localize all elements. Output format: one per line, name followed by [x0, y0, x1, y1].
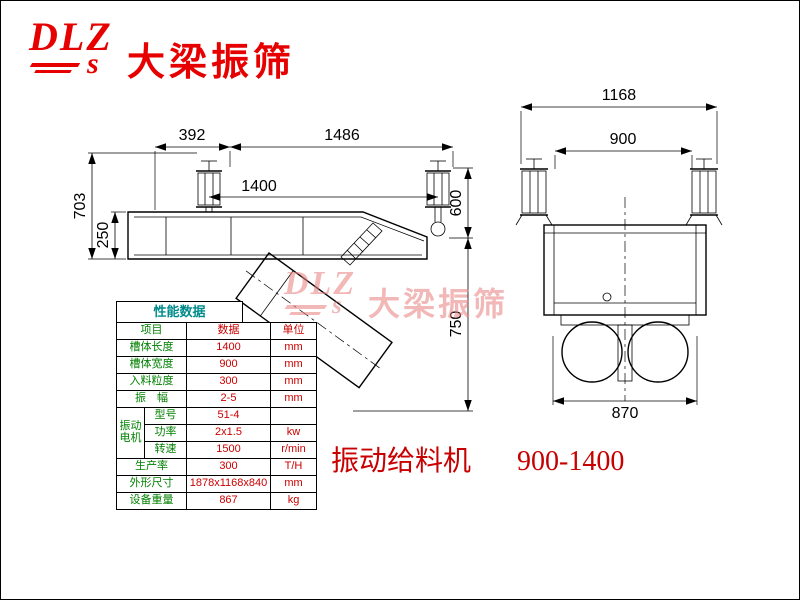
dim-600: 600 [448, 190, 465, 217]
hatch-section [340, 222, 383, 266]
motor-group-label: 振动 电机 [116, 407, 145, 459]
spec-cell-value: 2x1.5 [186, 424, 271, 442]
spec-cell-unit [270, 407, 317, 425]
table-row: 入料粒度 300 mm [116, 373, 317, 391]
dim-1168: 1168 [602, 87, 637, 104]
table-row: 设备重量 867 kg [116, 492, 317, 510]
logo-letters: DLZ [29, 14, 113, 59]
spec-cell-item: 设备重量 [116, 492, 187, 510]
spec-table-section: 性能数据 项目 数据 单位 槽体长度 1400 mm 槽体宽度 900 mm 入… [116, 301, 317, 510]
motor-circle-left [561, 321, 623, 383]
dim-900: 900 [610, 131, 637, 148]
dlz-logo-mark: DLZ s [29, 17, 127, 91]
spec-cell-unit: T/H [270, 458, 317, 476]
product-model: 900-1400 [517, 446, 625, 477]
header-unit: 单位 [270, 322, 317, 340]
dim-750: 750 [448, 311, 465, 338]
product-name: 振动给料机 [331, 446, 472, 477]
end-left-spring [515, 158, 553, 226]
spec-cell-value: 51-4 [186, 407, 271, 425]
spec-cell-item: 振 幅 [116, 390, 187, 408]
spec-cell-value: 300 [186, 458, 271, 476]
spec-cell-item: 生产率 [116, 458, 187, 476]
motor-label-line1: 振动 [119, 420, 142, 433]
spec-table: 项目 数据 单位 槽体长度 1400 mm 槽体宽度 900 mm 入料粒度 3… [116, 322, 317, 510]
table-header-row: 项目 数据 单位 [116, 322, 317, 340]
spec-cell-unit: mm [270, 475, 317, 493]
table-row: 槽体长度 1400 mm [116, 339, 317, 357]
table-title: 性能数据 [116, 301, 243, 323]
spec-cell-subitem: 转速 [144, 441, 187, 459]
spec-cell-value: 1878x1168x840 [186, 475, 271, 493]
motor-circle-right [627, 321, 689, 383]
spec-cell-item: 入料粒度 [116, 373, 187, 391]
spec-cell-value: 1400 [186, 339, 271, 357]
spec-cell-unit: mm [270, 373, 317, 391]
side-view-dimensions: 392 1486 1400 703 250 600 750 [72, 127, 473, 412]
dim-392: 392 [179, 127, 206, 144]
dim-703: 703 [72, 193, 89, 220]
trough-body [127, 211, 428, 260]
spec-cell-unit: kw [270, 424, 317, 442]
table-row: 振 幅 2-5 mm [116, 390, 317, 408]
dim-250: 250 [95, 222, 112, 249]
right-spring-assembly [425, 160, 451, 237]
logo-stripe [34, 70, 72, 73]
dim-1400: 1400 [241, 178, 277, 195]
table-row: 生产率 300 T/H [116, 458, 317, 476]
logo-letter-s: s [87, 47, 99, 80]
motor-label-line2: 电机 [119, 432, 142, 444]
brand-name: 大梁振筛 [127, 42, 296, 84]
spec-cell-value: 300 [186, 373, 271, 391]
spec-cell-unit: mm [270, 339, 317, 357]
brand-logo: DLZ s 大梁振筛 [29, 17, 295, 91]
spec-cell-value: 1500 [186, 441, 271, 459]
dim-1486: 1486 [324, 127, 360, 144]
spec-cell-item: 槽体长度 [116, 339, 187, 357]
spec-cell-subitem: 功率 [144, 424, 187, 442]
spec-cell-unit: mm [270, 390, 317, 408]
end-view-dimensions: 1168 900 870 [520, 87, 718, 422]
side-view: 392 1486 1400 703 250 600 750 [72, 127, 473, 412]
table-row: 功率 2x1.5 kw [117, 424, 317, 442]
spec-cell-subitem: 型号 [144, 407, 187, 425]
table-row: 槽体宽度 900 mm [116, 356, 317, 374]
end-view: 1168 900 870 [515, 87, 723, 422]
end-right-spring [685, 158, 723, 226]
spec-cell-item: 外形尺寸 [116, 475, 187, 493]
table-row: 转速 1500 r/min [117, 441, 317, 459]
logo-stripe [29, 63, 81, 67]
spec-cell-unit: mm [270, 356, 317, 374]
table-row: 振动 电机 型号 51-4 [116, 407, 317, 459]
spec-cell-unit: kg [270, 492, 317, 510]
spec-cell-value: 867 [186, 492, 271, 510]
left-spring-assembly [196, 160, 222, 212]
product-title: 振动给料机 900-1400 [331, 439, 624, 479]
spec-cell-item: 槽体宽度 [116, 356, 187, 374]
header-value: 数据 [186, 322, 271, 340]
spec-cell-value: 900 [186, 356, 271, 374]
dim-870: 870 [612, 405, 639, 422]
header-item: 项目 [116, 322, 187, 340]
table-row: 外形尺寸 1878x1168x840 mm [116, 475, 317, 493]
spec-cell-unit: r/min [270, 441, 317, 459]
spec-cell-value: 2-5 [186, 390, 271, 408]
